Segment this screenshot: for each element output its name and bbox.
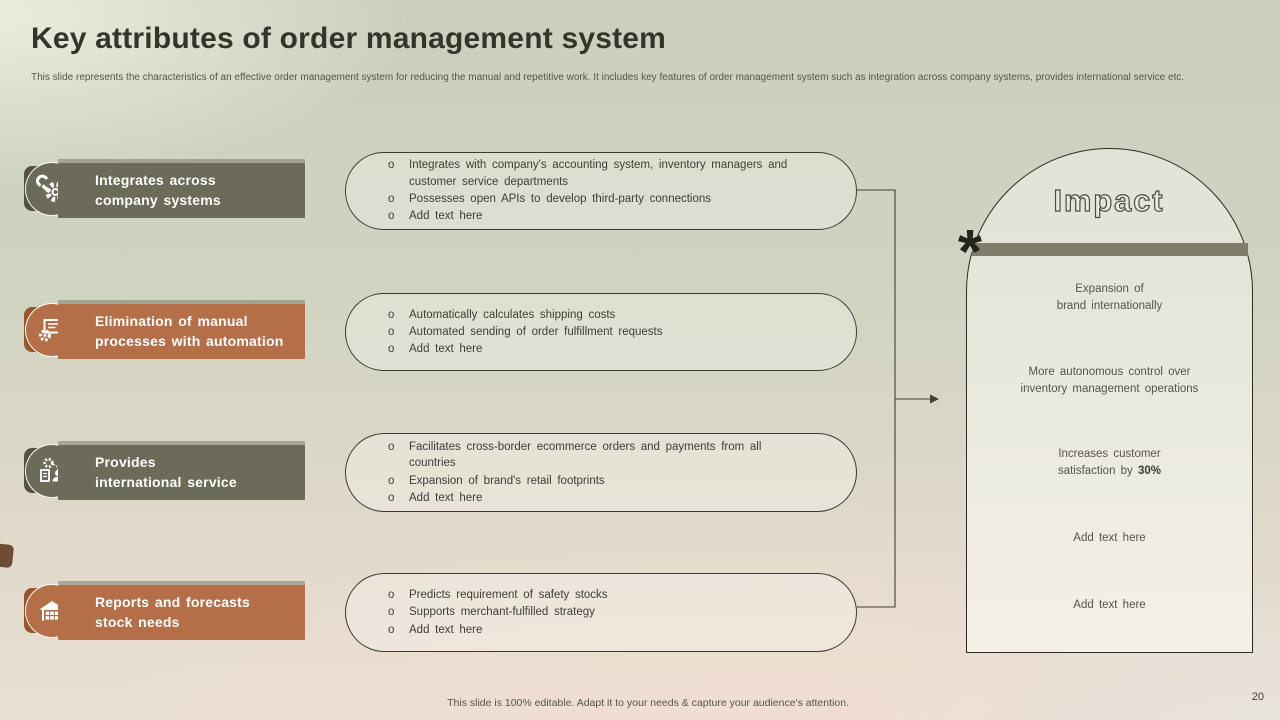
- impact-divider-bar: [972, 243, 1248, 256]
- impact-item-placeholder[interactable]: Add text here: [1073, 599, 1146, 611]
- impact-item: More autonomous control over inventory m…: [1020, 366, 1199, 396]
- impact-item: Expansion of brand internationally: [1056, 283, 1163, 313]
- bullet-item: o Automatically calculates shipping cost…: [388, 307, 812, 323]
- bullet-marker: o: [388, 606, 395, 619]
- bullet-marker: o: [388, 159, 395, 172]
- impact-item-value: 30%: [1138, 465, 1162, 478]
- attribute-label-integrates[interactable]: Integrates across company systems: [58, 163, 305, 218]
- bullet-item: o Predicts requirement of safety stocks: [388, 587, 812, 603]
- bullet-marker: o: [388, 474, 395, 487]
- bullet-box-forecasts: o Predicts requirement of safety stocks …: [345, 573, 857, 652]
- impact-item-text: Increases customer satisfaction by: [1057, 448, 1161, 478]
- page-number: 20: [1251, 691, 1264, 703]
- bullet-marker: o: [388, 210, 395, 223]
- bullet-item-placeholder[interactable]: o Add text here: [388, 490, 812, 506]
- bullet-marker: o: [388, 440, 395, 453]
- attribute-label-text: Reports and forecasts stock needs: [95, 593, 251, 630]
- footer-note: This slide is 100% editable. Adapt it to…: [447, 697, 849, 709]
- attribute-label-forecasts[interactable]: Reports and forecasts stock needs: [58, 585, 305, 640]
- bullet-marker: o: [388, 343, 395, 356]
- bullet-item: o Expansion of brand's retail footprints: [388, 473, 812, 489]
- impact-item: Increases customer satisfaction by 30%: [967, 446, 1252, 481]
- bullet-item-placeholder[interactable]: o Add text here: [388, 208, 812, 224]
- page-title: Key attributes of order management syste…: [31, 22, 667, 55]
- bullet-item-placeholder[interactable]: o Add text here: [388, 341, 812, 357]
- bullet-item: o Supports merchant-fulfilled strategy: [388, 604, 812, 620]
- bullet-item: o Integrates with company's accounting s…: [388, 157, 812, 190]
- impact-item-placeholder[interactable]: Add text here: [1073, 532, 1146, 544]
- bullet-box-integrates: o Integrates with company's accounting s…: [345, 152, 857, 230]
- bullet-marker: o: [388, 193, 395, 205]
- bullet-item: o Possesses open APIs to develop third-p…: [388, 191, 812, 207]
- bullet-box-automation: o Automatically calculates shipping cost…: [345, 293, 857, 371]
- impact-title-text: Impact: [1053, 183, 1164, 218]
- edge-decoration-square: [0, 542, 15, 569]
- impact-panel: Impact Expansion of brand internationall…: [966, 148, 1253, 653]
- attribute-label-text: Integrates across company systems: [95, 171, 221, 208]
- attribute-label-text: Provides international service: [95, 453, 237, 490]
- impact-title: Impact: [1053, 182, 1164, 218]
- bullet-box-international: o Facilitates cross-border ecommerce ord…: [345, 433, 857, 512]
- bullet-marker: o: [388, 491, 395, 504]
- bullet-item: o Automated sending of order fulfillment…: [388, 324, 812, 340]
- attribute-label-automation[interactable]: Elimination of manual processes with aut…: [58, 304, 305, 359]
- attribute-label-text: Elimination of manual processes with aut…: [95, 312, 284, 349]
- bullet-item-placeholder[interactable]: o Add text here: [388, 622, 812, 638]
- bullet-marker: o: [388, 623, 395, 636]
- bullet-item: o Facilitates cross-border ecommerce ord…: [388, 439, 812, 472]
- bullet-marker: o: [388, 308, 395, 321]
- attribute-label-international[interactable]: Provides international service: [58, 445, 305, 500]
- bullet-marker: o: [388, 589, 395, 601]
- slide-subtitle: This slide represents the characteristic…: [31, 72, 1185, 83]
- bullet-marker: o: [388, 325, 395, 338]
- asterisk-icon: *: [957, 218, 983, 287]
